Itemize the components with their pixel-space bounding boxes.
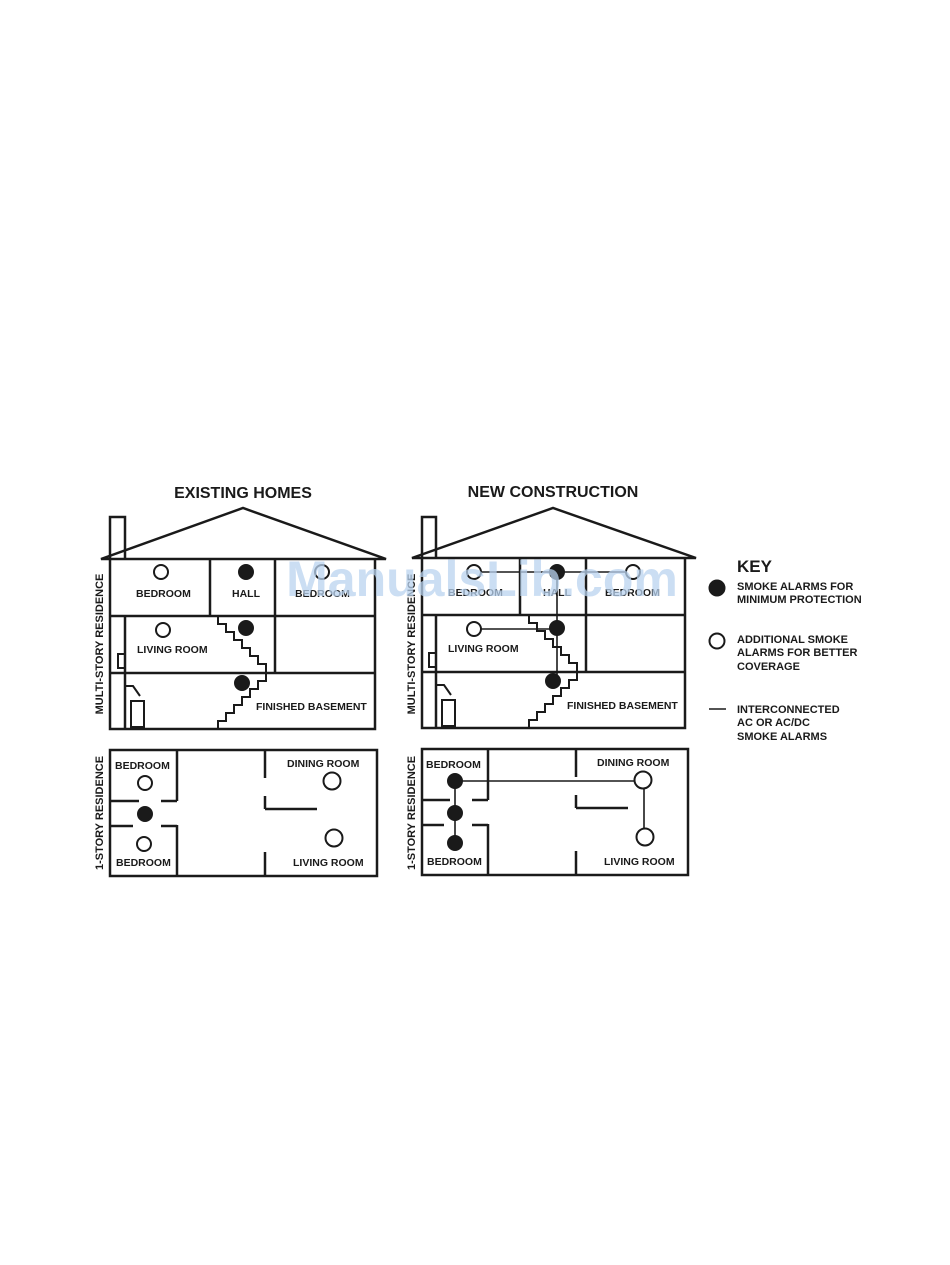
key-additional-line3: COVERAGE: [737, 661, 800, 673]
chimney: [108, 515, 127, 558]
heading-existing-homes: EXISTING HOMES: [174, 485, 312, 502]
key-additional-line2: ALARMS FOR BETTER: [737, 647, 857, 659]
additional-alarm: [324, 828, 344, 848]
key-interconnect-line1: INTERCONNECTED: [737, 704, 840, 716]
additional-alarm: [137, 775, 153, 791]
key-minimum-line1: SMOKE ALARMS FOR: [737, 581, 853, 593]
stove: [130, 700, 145, 728]
side-label-multi-story: MULTI-STORY RESIDENCE: [406, 574, 418, 715]
room-label-bedroom: BEDROOM: [115, 760, 170, 772]
minimum-alarm: [549, 620, 565, 636]
exterior-walls: [420, 747, 690, 877]
staircase-upper: [217, 616, 267, 673]
room-label-bedroom: BEDROOM: [448, 587, 503, 599]
room-label-dining-room: DINING ROOM: [287, 758, 360, 770]
minimum-alarm: [545, 673, 561, 689]
fireplace: [428, 652, 436, 668]
additional-alarm: [635, 827, 655, 847]
side-label-one-story: 1-STORY RESIDENCE: [94, 756, 106, 870]
roof: [100, 506, 387, 561]
side-label-multi-story: MULTI-STORY RESIDENCE: [94, 574, 106, 715]
additional-alarm: [314, 564, 330, 580]
heading-new-construction: NEW CONSTRUCTION: [468, 484, 639, 501]
room-label-living-room: LIVING ROOM: [604, 856, 675, 868]
exterior-walls: [420, 558, 687, 730]
stove-pipe: [436, 684, 452, 696]
minimum-alarm: [447, 805, 463, 821]
minimum-alarm: [234, 675, 250, 691]
room-label-finished-basement: FINISHED BASEMENT: [567, 700, 678, 712]
minimum-alarm: [238, 620, 254, 636]
key-interconnect-line3: SMOKE ALARMS: [737, 731, 827, 743]
additional-alarm: [633, 770, 653, 790]
minimum-alarm: [447, 835, 463, 851]
key-title: KEY: [737, 557, 773, 576]
existing-one-story-floorplan: BEDROOM BEDROOM DINING ROOM LIVING ROOM: [108, 748, 379, 878]
chimney: [420, 515, 438, 557]
room-label-finished-basement: FINISHED BASEMENT: [256, 701, 367, 713]
side-label-one-story: 1-STORY RESIDENCE: [406, 756, 418, 870]
room-label-bedroom: BEDROOM: [426, 759, 481, 771]
minimum-alarm: [549, 564, 565, 580]
exterior-walls: [108, 748, 379, 878]
minimum-alarm: [137, 806, 153, 822]
room-label-living-room: LIVING ROOM: [137, 644, 208, 656]
staircase-lower: [528, 672, 578, 728]
additional-alarm: [625, 564, 641, 580]
key-additional-line1: ADDITIONAL SMOKE: [737, 634, 848, 646]
new-one-story-floorplan: BEDROOM BEDROOM DINING ROOM LIVING ROOM: [420, 747, 690, 877]
fireplace: [117, 653, 125, 669]
roof: [411, 506, 697, 560]
exterior-walls: [108, 559, 377, 731]
room-label-bedroom: BEDROOM: [605, 587, 660, 599]
stove-pipe: [125, 685, 141, 697]
existing-multi-story-house: BEDROOM HALL BEDROOM LIVING ROOM FINISHE…: [100, 506, 387, 731]
room-label-bedroom: BEDROOM: [116, 857, 171, 869]
room-label-bedroom: BEDROOM: [427, 856, 482, 868]
additional-alarm: [466, 621, 482, 637]
minimum-alarm: [238, 564, 254, 580]
watermark: ManualsLib.com: [286, 551, 678, 607]
key-open-alarm-icon: [708, 632, 726, 650]
additional-alarm: [136, 836, 152, 852]
room-label-living-room: LIVING ROOM: [448, 643, 519, 655]
additional-alarm: [153, 564, 169, 580]
room-label-dining-room: DINING ROOM: [597, 757, 670, 769]
staircase-lower: [217, 673, 267, 729]
stove: [441, 699, 456, 727]
new-multi-story-house: BEDROOM HALL BEDROOM LIVING ROOM FINISHE…: [411, 506, 697, 730]
key-interconnect-line2: AC OR AC/DC: [737, 717, 810, 729]
key-legend: KEY SMOKE ALARMS FOR MINIMUM PROTECTION …: [708, 557, 862, 743]
room-label-hall: HALL: [232, 588, 261, 600]
additional-alarm: [155, 622, 171, 638]
room-label-bedroom: BEDROOM: [295, 588, 350, 600]
room-label-hall: HALL: [543, 587, 572, 599]
additional-alarm: [466, 564, 482, 580]
room-label-living-room: LIVING ROOM: [293, 857, 364, 869]
key-minimum-line2: MINIMUM PROTECTION: [737, 594, 862, 606]
staircase-upper: [528, 615, 578, 672]
room-label-bedroom: BEDROOM: [136, 588, 191, 600]
minimum-alarm: [447, 773, 463, 789]
key-filled-alarm-icon: [708, 579, 726, 597]
additional-alarm: [322, 771, 342, 791]
